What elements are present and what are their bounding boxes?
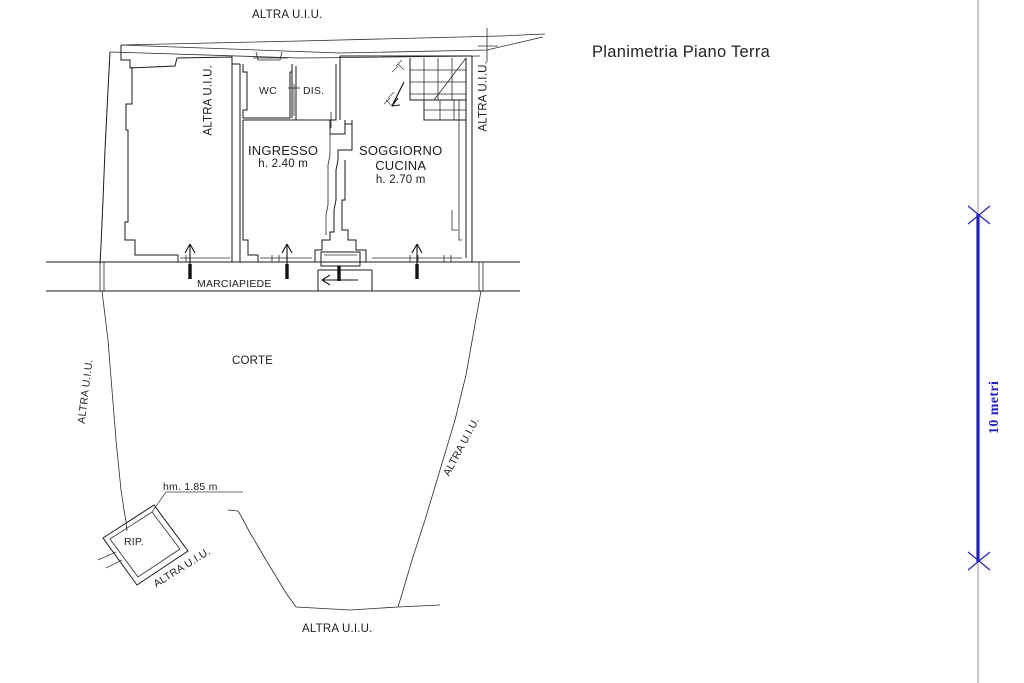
top-boundary-lines: [109, 33, 546, 59]
room-label-ingresso: INGRESSO h. 2.40 m: [248, 143, 318, 172]
boundary-label-altra-uiu-right-interior: ALTRA U.I.U.: [477, 60, 490, 132]
room-name-cucina: CUCINA: [375, 158, 427, 174]
area-label-corte: CORTE: [232, 355, 274, 367]
scale-bar-label: 10 metri: [987, 380, 1002, 434]
boundary-label-altra-uiu-left-interior: ALTRA U.I.U.: [202, 64, 215, 136]
top-boundary-cross-tick: [478, 28, 498, 62]
ripostiglio-shed: [97, 491, 243, 586]
room-label-dis: DIS.: [303, 85, 325, 97]
dimension-label-rip-height: hm. 1.85 m: [163, 481, 218, 493]
scale-bar-group: [967, 0, 991, 683]
area-label-marciapiede: MARCIAPIEDE: [197, 278, 272, 290]
room-label-soggiorno-cucina: SOGGIORNO CUCINA h. 2.70 m: [359, 143, 442, 187]
room-label-rip: RIP.: [124, 536, 144, 548]
ingresso-walls: [242, 119, 353, 263]
boundary-label-altra-uiu-top: ALTRA U.I.U.: [252, 9, 323, 21]
room-name-soggiorno: SOGGIORNO: [359, 143, 443, 158]
room-label-wc: WC: [259, 85, 277, 97]
room-height-ingresso: h. 2.40 m: [258, 158, 308, 171]
entrance-arrows: [184, 243, 423, 279]
left-unit-walls: [99, 45, 241, 265]
corte-boundary: [101, 290, 482, 611]
boundary-label-altra-uiu-bottom: ALTRA U.I.U.: [302, 623, 373, 635]
marciapiede-band: [46, 251, 520, 292]
room-name-ingresso: INGRESSO: [248, 143, 319, 158]
room-height-soggiorno: h. 2.70 m: [375, 173, 426, 186]
page-title: Planimetria Piano Terra: [592, 43, 771, 61]
staircase: [383, 57, 467, 121]
